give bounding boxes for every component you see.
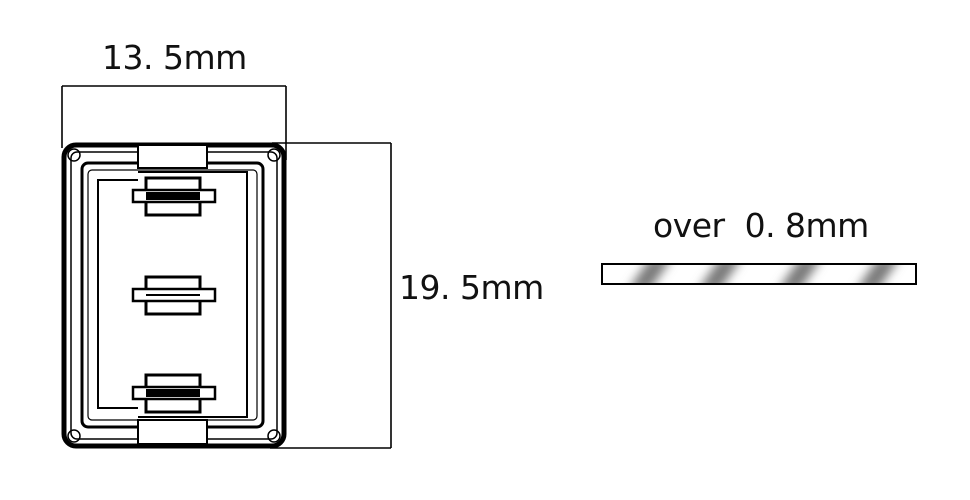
height-label: 19. 5mm: [399, 268, 544, 307]
panel-thickness-bar: [601, 263, 917, 285]
height-dimension-line: [270, 142, 392, 449]
thickness-label: over 0. 8mm: [653, 206, 869, 245]
terminal-middle: [131, 275, 217, 316]
width-dimension-line: [61, 85, 287, 160]
terminal-top: [131, 176, 217, 217]
width-label: 13. 5mm: [102, 38, 247, 77]
terminal-bottom: [131, 373, 217, 414]
rocker-switch-body: [61, 142, 287, 449]
